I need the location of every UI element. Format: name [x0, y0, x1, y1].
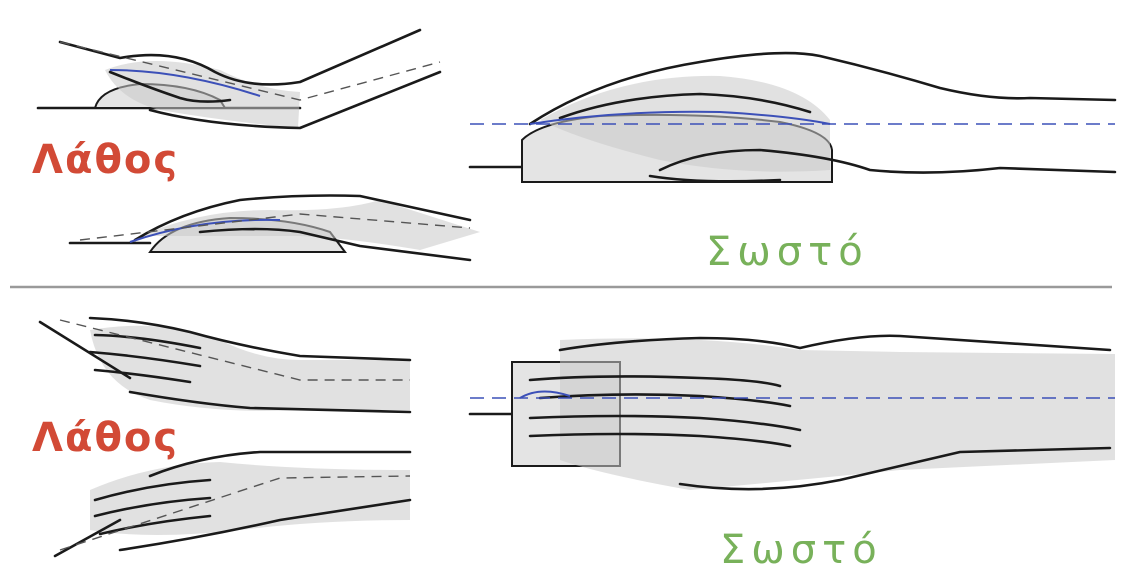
wrong-label-top: Λάθος: [32, 140, 179, 180]
wrong-side-view-lower-illustration: [70, 196, 480, 261]
wrong-top-view-upper-illustration: [40, 318, 410, 412]
right-label-bottom: Σωστό: [720, 530, 883, 570]
right-top-view-illustration: [470, 336, 1115, 490]
wrong-side-view-upper-illustration: [38, 30, 440, 128]
right-side-view-illustration: [470, 53, 1115, 182]
wrong-top-view-lower-illustration: [55, 452, 410, 556]
right-label-top: Σωστό: [706, 232, 869, 272]
wrong-label-bottom: Λάθος: [32, 418, 179, 458]
